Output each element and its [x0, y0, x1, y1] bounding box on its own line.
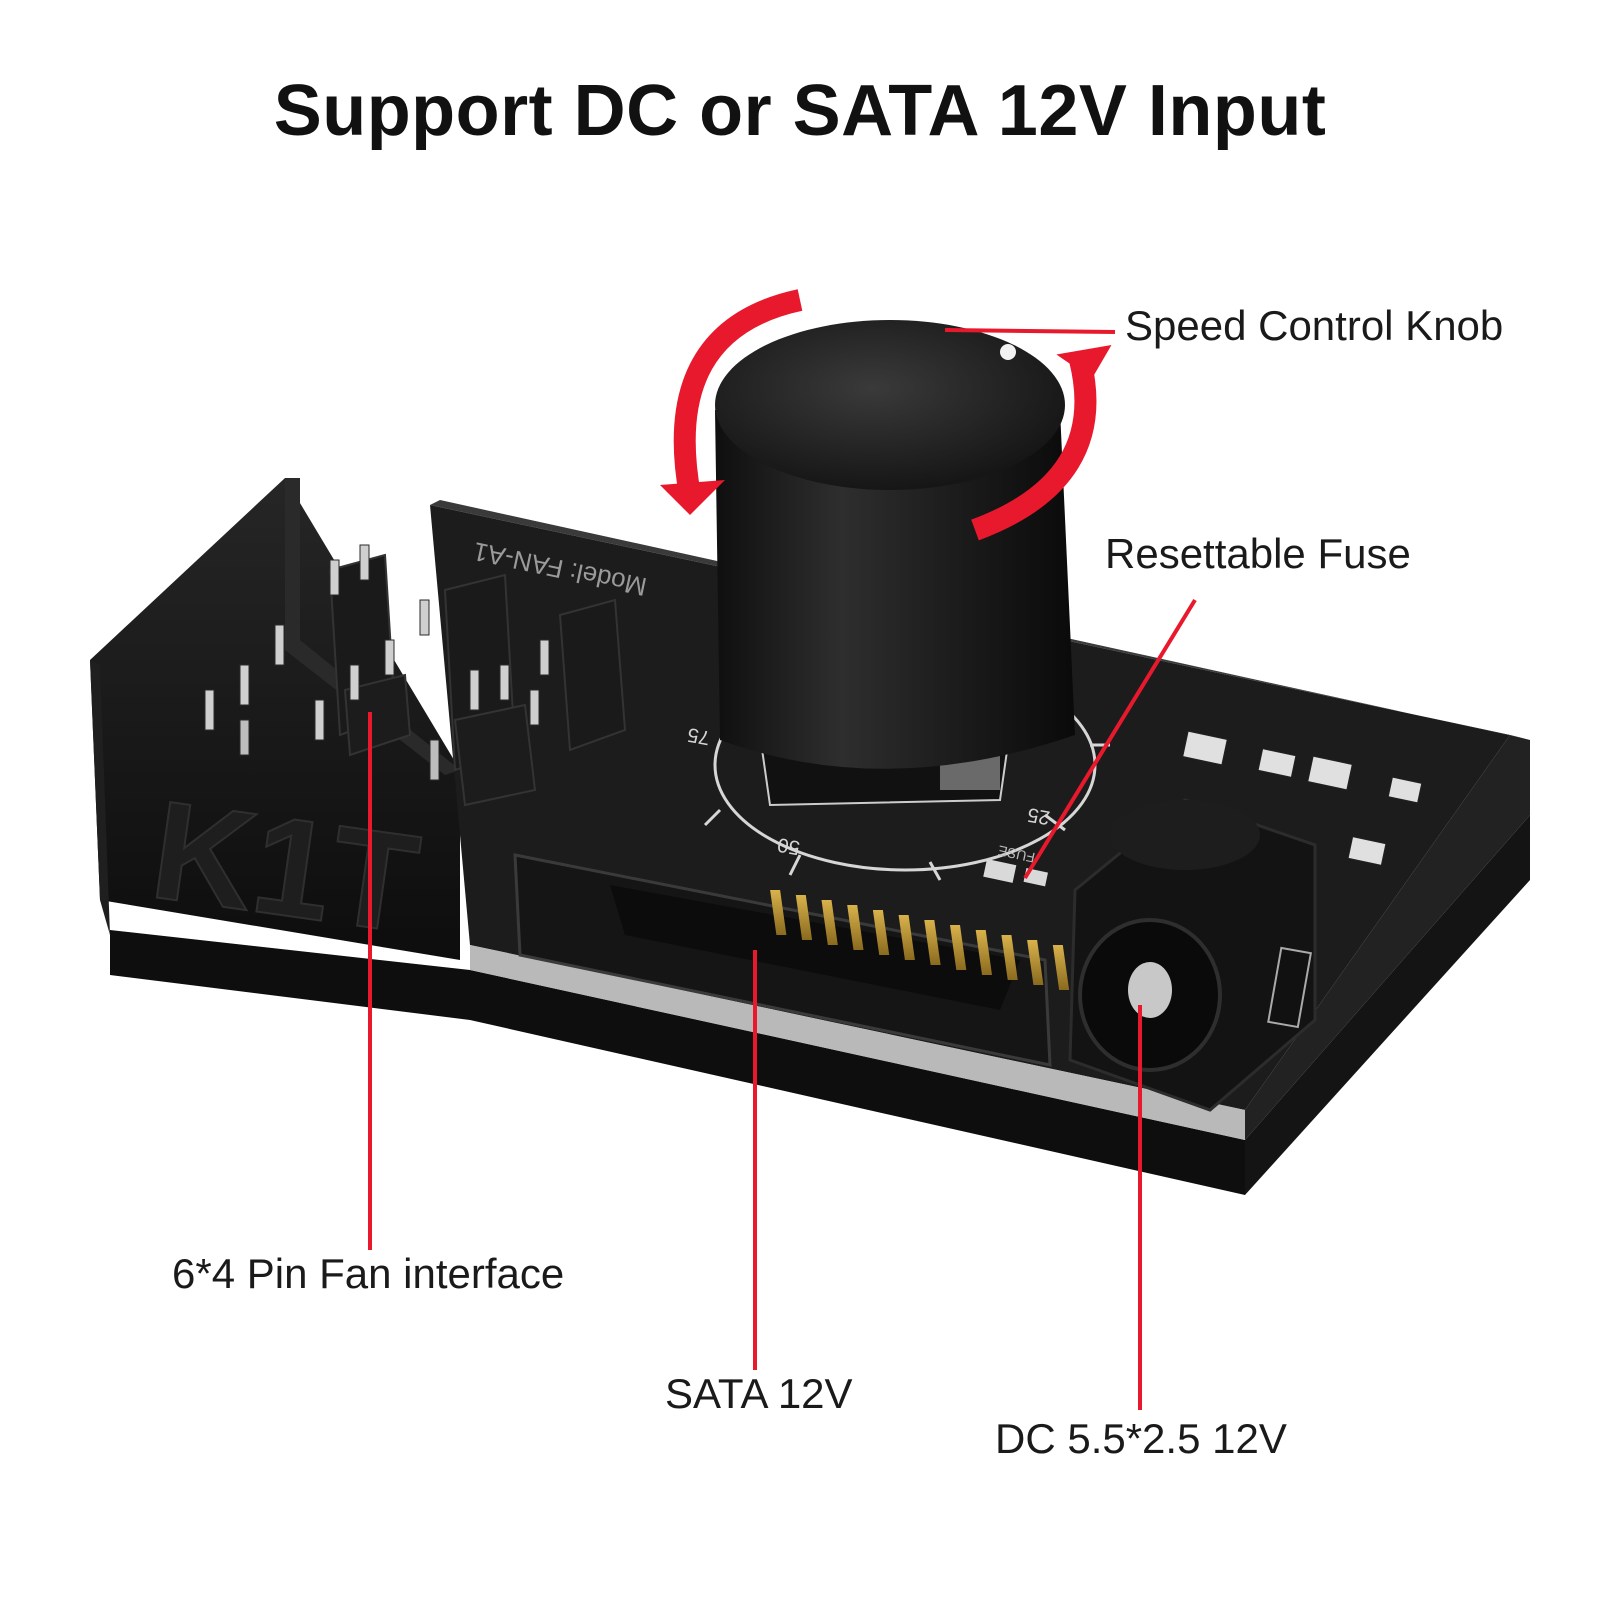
fuse-marking: FUSE [996, 843, 1036, 866]
knob-indicator-dot [1000, 344, 1016, 360]
dial-mark-25: 25 [1026, 803, 1052, 829]
dial-mark-50: 50 [776, 833, 802, 859]
callout-speed-control-knob: Speed Control Knob [1125, 302, 1504, 349]
speed-control-knob[interactable] [715, 320, 1075, 769]
callout-lines [368, 328, 1197, 1410]
enclosure [90, 478, 1530, 1195]
knob-leader-line [944, 328, 1116, 334]
sata-gold-pins [770, 890, 1095, 995]
dc-power-jack [1068, 798, 1317, 1112]
fuse-leader-line [1023, 598, 1197, 880]
page-title: Support DC or SATA 12V Input [273, 71, 1327, 151]
case-logo: K1T [143, 770, 427, 962]
smd-components [1182, 730, 1423, 866]
dial-mark-75: 75 [686, 723, 712, 749]
rotate-arrow-icon [660, 289, 1112, 541]
callout-sata-12v: SATA 12V [665, 1370, 853, 1417]
fan-header-pins [204, 544, 627, 807]
callout-dc-jack: DC 5.5*2.5 12V [995, 1415, 1287, 1462]
sata-connector [513, 853, 1095, 1067]
callout-fan-interface: 6*4 Pin Fan interface [172, 1250, 565, 1297]
callout-resettable-fuse: Resettable Fuse [1105, 530, 1411, 577]
